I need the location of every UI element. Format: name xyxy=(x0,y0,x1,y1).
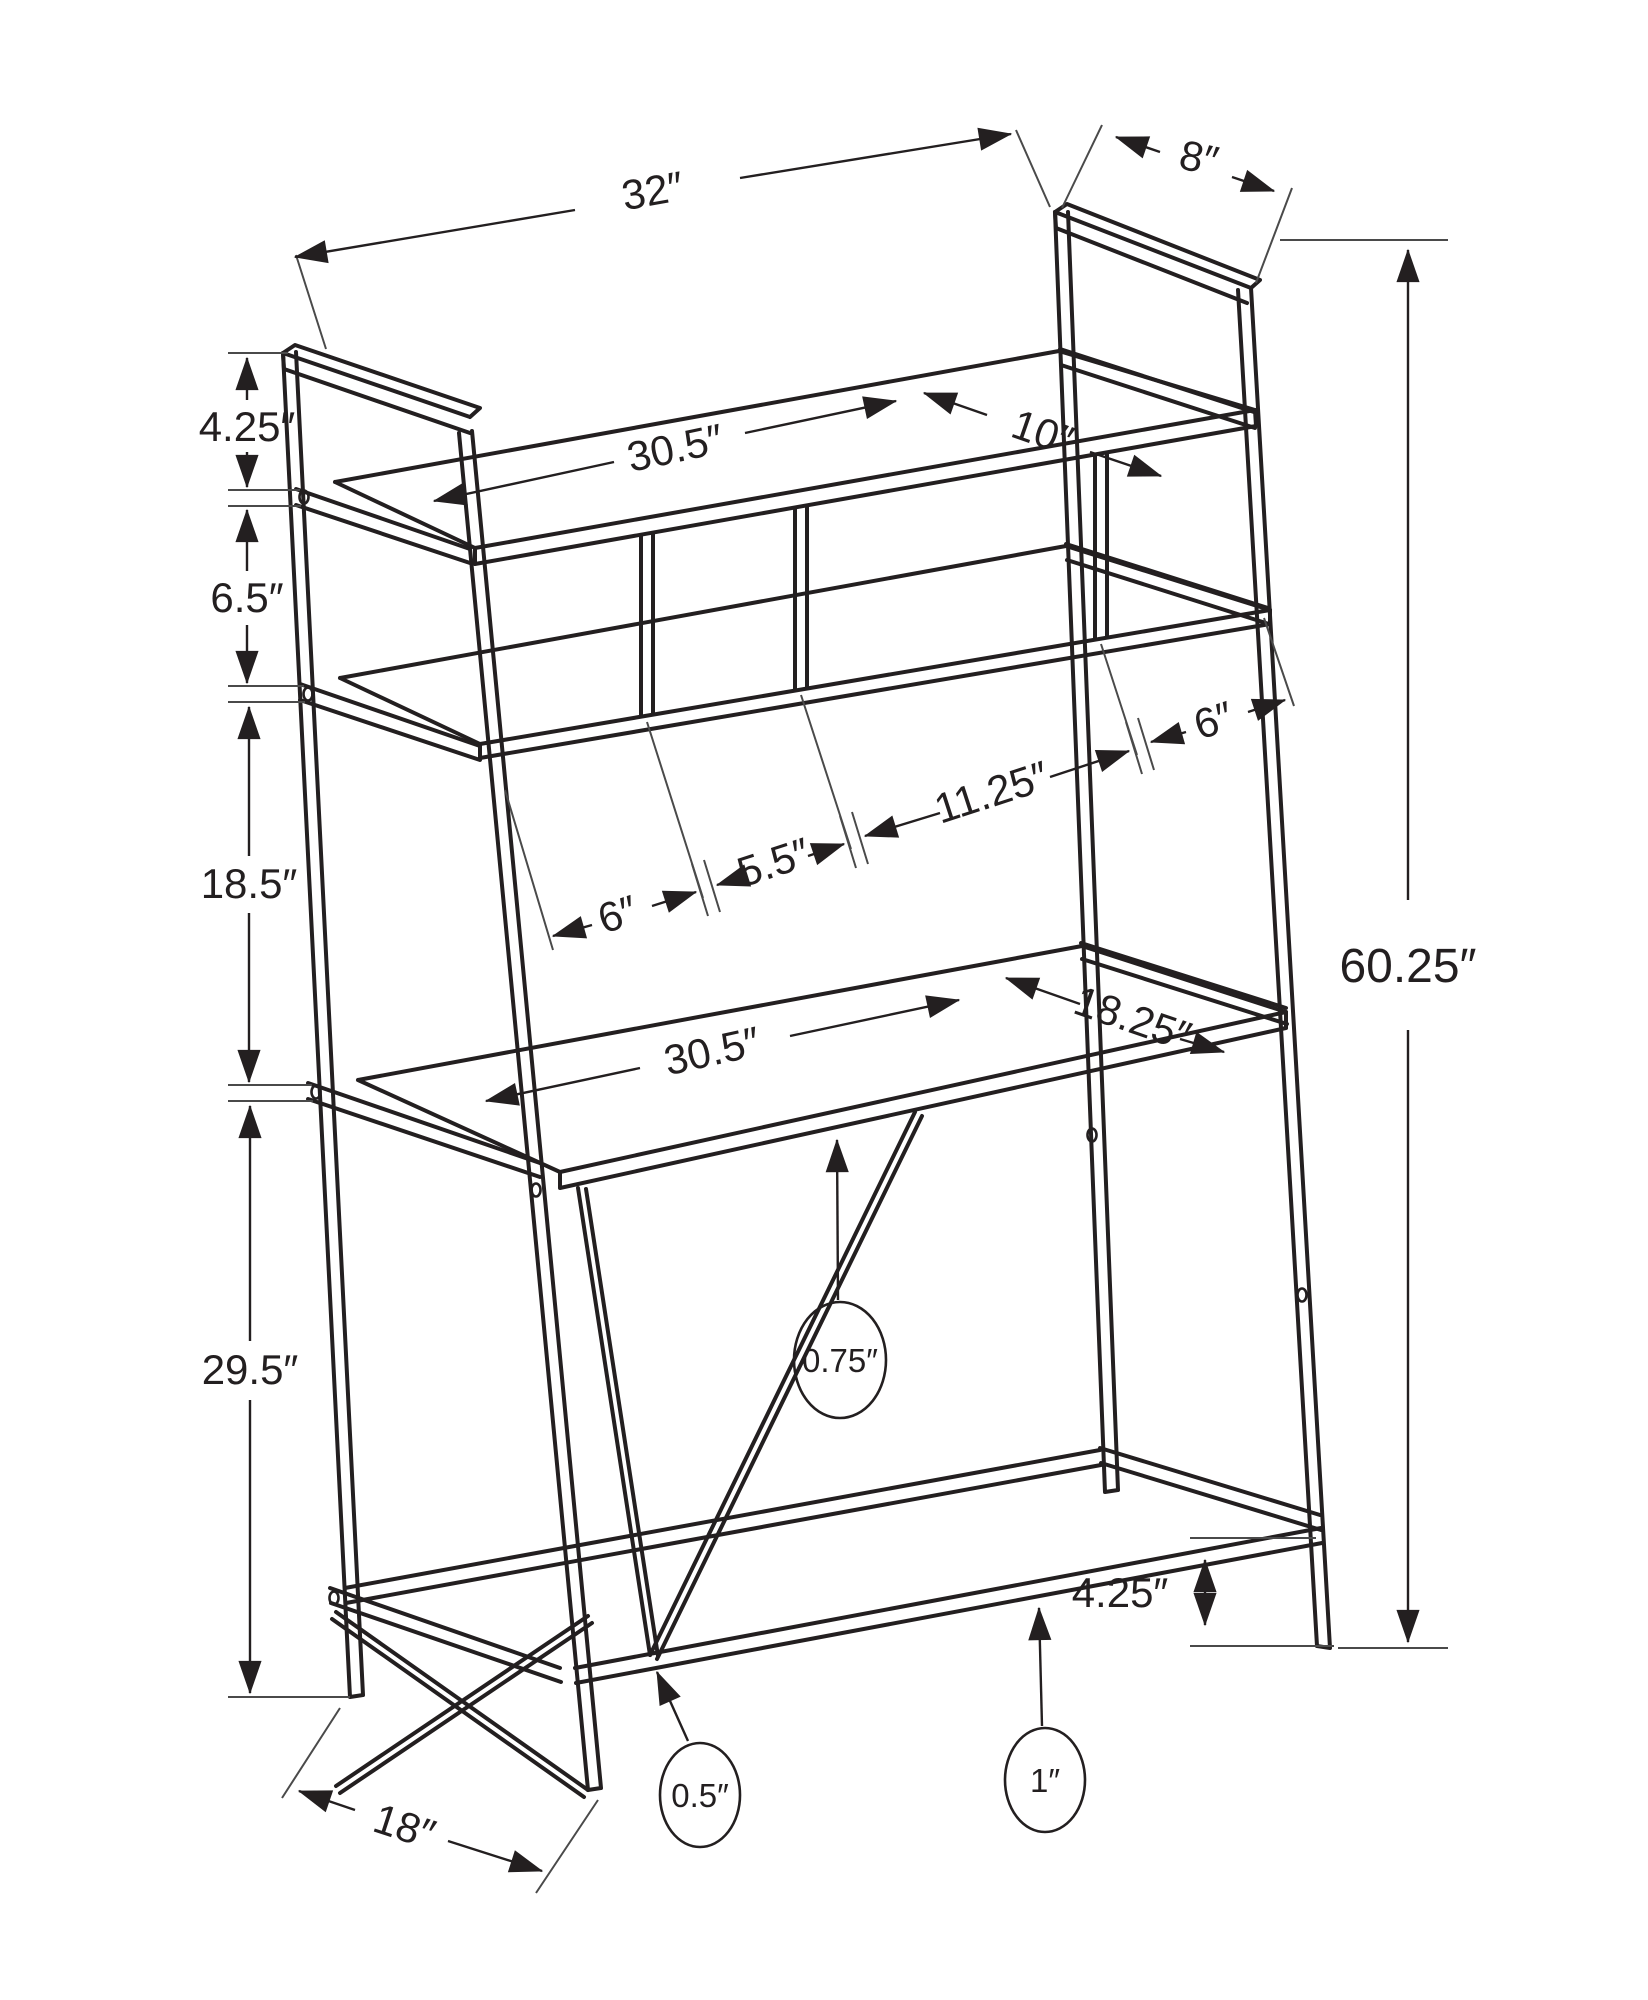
callout-desk-thickness: 0.75″ xyxy=(792,1138,888,1420)
bottom-stretchers xyxy=(343,1448,1324,1685)
dim-gap-desk-label: 18.5″ xyxy=(201,860,298,907)
desk-surface xyxy=(356,944,1288,1190)
dim-desk-length: 30.5″ xyxy=(484,995,961,1106)
callout-stretcher-thickness-label: 1″ xyxy=(1030,1762,1060,1799)
dim-cubby-3-label: 11.25″ xyxy=(929,752,1055,833)
dim-left-chain: 4.25″ 6.5″ 18.5″ 29.5″ xyxy=(199,352,350,1698)
callout-brace-thickness-label: 0.5″ xyxy=(671,1777,729,1814)
dim-foot-clearance-label: 4.25″ xyxy=(1072,1569,1169,1616)
dim-gap-shelf-label: 6.5″ xyxy=(210,574,283,621)
dim-cubby-4-label: 6″ xyxy=(1188,692,1239,749)
dim-hutch-shelf-length-label: 30.5″ xyxy=(623,415,727,481)
callout-brace-thickness: 0.5″ xyxy=(655,1670,742,1849)
dim-hutch-shelf-depth-label: 10″ xyxy=(1006,400,1080,465)
dim-gap-top-label: 4.25″ xyxy=(199,403,296,450)
left-x-brace xyxy=(330,1610,594,1799)
dim-foot-clearance: 4.25″ xyxy=(1072,1537,1334,1647)
dim-overall-height: 60.25″ xyxy=(1280,239,1477,1649)
dim-overall-height-label: 60.25″ xyxy=(1339,940,1476,993)
v-brace xyxy=(576,1110,924,1661)
dim-base-depth: 18″ xyxy=(281,1707,599,1894)
dim-base-depth-label: 18″ xyxy=(368,1794,441,1858)
dim-top-depth-label: 8″ xyxy=(1175,131,1222,185)
left-side-frame xyxy=(281,343,603,1792)
cubby-dividers xyxy=(639,452,1109,718)
hutch-top-shelf xyxy=(333,349,1258,566)
dim-cubby-1-label: 6″ xyxy=(592,886,643,943)
dim-cubby-2-label: 5.5″ xyxy=(731,829,815,896)
dim-top-width: 32″ xyxy=(293,127,1051,350)
hutch-lower-shelf xyxy=(338,544,1272,760)
dim-cubby-chain: 6″ 5.5″ 11.25″ 6″ xyxy=(504,617,1295,951)
dim-top-depth: 8″ xyxy=(1061,124,1293,284)
dim-top-width-label: 32″ xyxy=(618,162,687,219)
bolt-holes xyxy=(298,489,1308,1606)
callout-stretcher-thickness: 1″ xyxy=(1003,1606,1087,1834)
dim-desk-height-label: 29.5″ xyxy=(202,1346,299,1393)
callout-desk-thickness-label: 0.75″ xyxy=(802,1342,878,1379)
dim-desk-length-label: 30.5″ xyxy=(660,1017,765,1084)
desk-structure xyxy=(281,202,1332,1799)
